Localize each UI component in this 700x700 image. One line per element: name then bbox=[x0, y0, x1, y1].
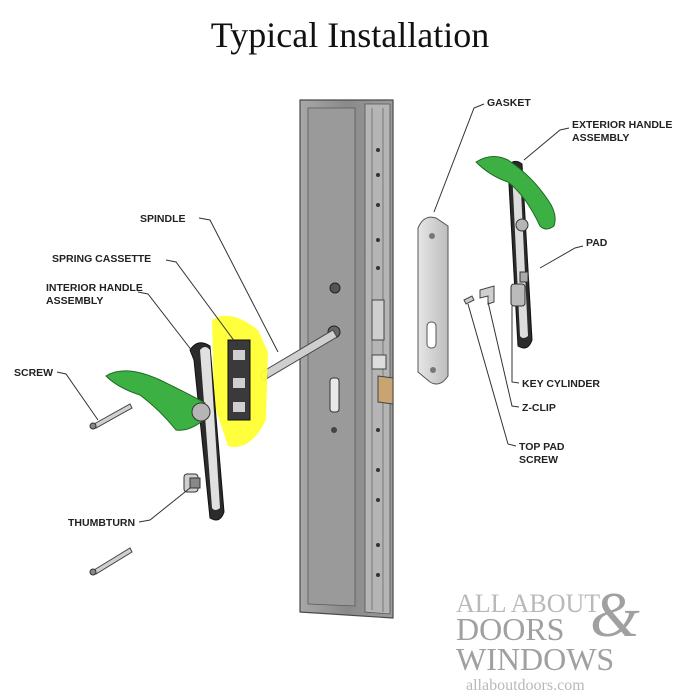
exterior-handle-assembly bbox=[475, 156, 556, 349]
label-screw: SCREW bbox=[14, 367, 53, 379]
watermark-line1: ALL ABOUT bbox=[456, 589, 600, 618]
label-gasket: GASKET bbox=[487, 97, 531, 109]
label-thumbturn: THUMBTURN bbox=[68, 517, 135, 529]
label-spindle: SPINDLE bbox=[140, 213, 186, 225]
label-exterior-handle-assembly: ASSEMBLY bbox=[572, 132, 629, 144]
watermark-logo: ALL ABOUT & DOORS WINDOWS allaboutdoors.… bbox=[456, 579, 640, 694]
watermark-ampersand: & bbox=[590, 579, 640, 650]
watermark-url: allaboutdoors.com bbox=[466, 677, 585, 694]
spring-cassette bbox=[212, 315, 268, 447]
label-top-pad-screw: SCREW bbox=[519, 454, 558, 466]
z-clip bbox=[479, 285, 495, 305]
screw-lower bbox=[89, 547, 133, 576]
label-interior-handle: INTERIOR HANDLE bbox=[46, 282, 143, 294]
label-spring-cassette: SPRING CASSETTE bbox=[52, 253, 151, 265]
door-edge bbox=[299, 99, 394, 619]
callout-labels: GASKET EXTERIOR HANDLE ASSEMBLY SPINDLE … bbox=[14, 97, 672, 529]
leader-lines bbox=[56, 103, 584, 523]
label-z-clip: Z-CLIP bbox=[522, 402, 556, 414]
label-top-pad: TOP PAD bbox=[519, 441, 565, 453]
interior-handle-assembly bbox=[105, 342, 225, 521]
label-pad: PAD bbox=[586, 237, 608, 249]
gasket bbox=[417, 216, 449, 385]
label-interior-handle-assembly: ASSEMBLY bbox=[46, 295, 103, 307]
label-exterior-handle: EXTERIOR HANDLE bbox=[572, 119, 672, 131]
page-title: Typical Installation bbox=[210, 15, 490, 55]
screw-upper bbox=[89, 403, 133, 430]
top-pad-screw bbox=[463, 295, 475, 305]
label-key-cylinder: KEY CYLINDER bbox=[522, 378, 600, 390]
watermark-line3: WINDOWS bbox=[456, 641, 614, 677]
watermark-line2: DOORS bbox=[456, 611, 564, 647]
